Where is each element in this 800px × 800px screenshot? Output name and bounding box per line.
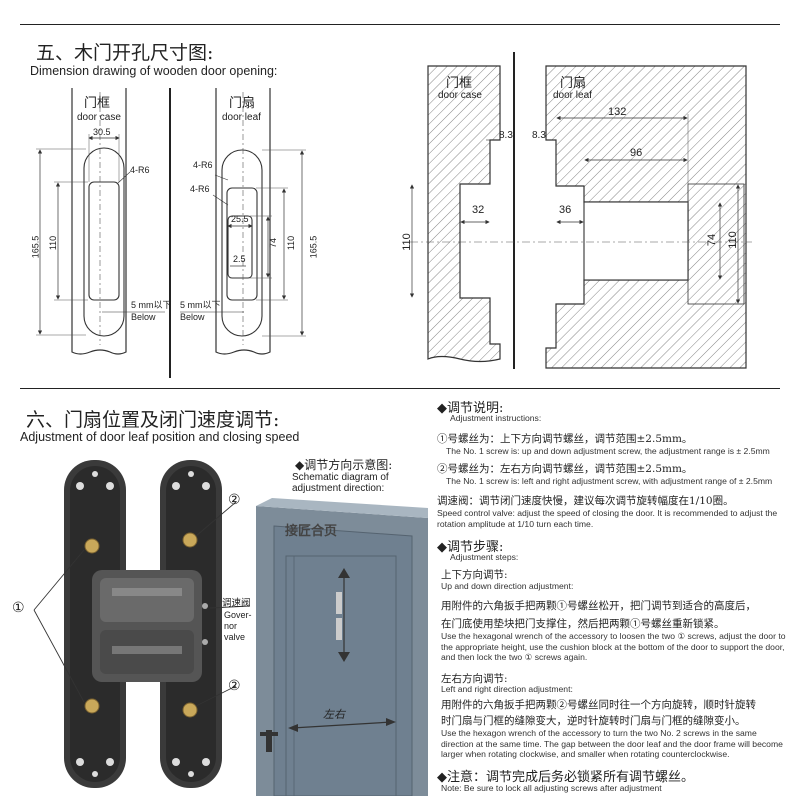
section5-subtitle: Dimension drawing of wooden door opening… [30, 64, 278, 78]
section-leaf-label-en: door leaf [553, 90, 592, 101]
ud-line-2: 在门底使用垫块把门支撑住，然后把两颗①号螺丝重新锁紧。 [441, 618, 725, 630]
dim-110: 110 [48, 235, 59, 251]
ud-line-1: 用附件的六角扳手把两颗①号螺丝松开，把门调节到适合的高度后， [441, 600, 756, 612]
note-cn: ◆注意：调节完成后务必锁紧所有调节螺丝。 [437, 770, 694, 785]
leaf-slot-outer [221, 149, 263, 337]
governor-label-en: Gover- nor valve [224, 610, 252, 642]
governor-label-cn: 调速阀 [222, 598, 251, 609]
dim-2-5: 2.5 [233, 254, 246, 264]
dim-30-5: 30.5 [93, 127, 111, 137]
instr-1-cn: ①号螺丝为：上下方向调节螺丝，调节范围±2.5mm。 [437, 433, 693, 445]
section6-subtitle: Adjustment of door leaf position and clo… [20, 430, 300, 444]
door-top-text: 接匠合页 [285, 524, 338, 539]
dim-25-5: 25.5 [231, 214, 249, 224]
dim-36: 36 [559, 204, 572, 216]
dim-32: 32 [472, 204, 485, 216]
middle-rule [20, 388, 780, 390]
dim-110-section-b: 110 [726, 231, 739, 249]
below-5mm-b: 5 mm以下 [180, 300, 221, 310]
instructions-title: ◆调节说明: [437, 401, 504, 416]
instructions-subtitle: Adjustment instructions: [450, 413, 542, 423]
instr-2-en: The No. 1 screw is: left and right adjus… [446, 476, 773, 486]
case-slot-inner [88, 181, 120, 301]
case-section [427, 65, 501, 363]
section5-title: 五、木门开孔尺寸图: [36, 42, 214, 64]
dim-165-5-b: 165.5 [308, 235, 319, 259]
lr-line-1: 用附件的六角扳手把两颗②号螺丝同时往一个方向旋转，顺时针旋转 [441, 699, 756, 711]
dim-8-3-b: 8.3 [532, 130, 546, 141]
leaf-strip [215, 88, 271, 355]
section-case-label-en: door case [438, 90, 482, 101]
hinge-illustration [33, 460, 251, 788]
case-slot-outer [83, 147, 125, 337]
steps-subtitle: Adjustment steps: [450, 552, 519, 562]
top-rule [20, 24, 780, 26]
dim-74-section: 74 [706, 233, 719, 247]
dim-110-b: 110 [286, 235, 297, 251]
instr-3-en: Speed control valve: adjust the speed of… [437, 508, 778, 529]
lr-title-cn: 左右方向调节: [441, 673, 508, 685]
dim-74: 74 [268, 237, 279, 249]
dim-4-r6-b: 4-R6 [193, 160, 213, 170]
below-en-b: Below [180, 312, 205, 322]
dim-132: 132 [608, 106, 627, 118]
ud-title-cn: 上下方向调节: [441, 569, 508, 581]
below-5mm-a: 5 mm以下 [131, 300, 172, 310]
instr-1-en: The No. 1 screw is: up and down adjustme… [446, 446, 770, 456]
dim-165-5: 165.5 [30, 235, 41, 259]
front-leaf-label-en: door leaf [222, 112, 261, 123]
hinge-label-1: ① [12, 600, 25, 616]
steps-title: ◆调节步骤: [437, 540, 504, 555]
case-strip [71, 88, 127, 355]
lr-description-en: Use the hexagon wrench of the accessory … [441, 728, 783, 759]
left-right-arrow-label: 左右 [323, 708, 345, 721]
instr-3-cn: 调速阀：调节闭门速度快慢，建议每次调节旋转幅度在1/10圈。 [437, 495, 734, 507]
section-case-label-cn: 门框 [446, 76, 473, 91]
leaf-slot-mid [226, 187, 258, 301]
door-schematic [256, 498, 428, 796]
below-en-a: Below [131, 312, 156, 322]
dim-96: 96 [630, 147, 643, 159]
diagram-title: ◆调节方向示意图: [295, 458, 393, 472]
leaf-slot-inner [227, 215, 253, 279]
lr-line-2: 时门扇与门框的缝隙变大，逆时针旋转时门扇与门框的缝隙变小。 [441, 715, 746, 727]
ud-title-en: Up and down direction adjustment: [441, 581, 574, 591]
front-leaf-label-cn: 门扇 [229, 96, 256, 111]
section-leaf-label-cn: 门扇 [560, 76, 587, 91]
cross-section-drawing [409, 52, 752, 369]
dim-110-section: 110 [400, 233, 413, 251]
front-view-drawing [36, 88, 306, 378]
hinge-label-2-bottom: ② [228, 678, 241, 694]
front-case-label-en: door case [77, 112, 121, 123]
diagram-subtitle: Schematic diagram of adjustment directio… [292, 472, 389, 494]
hinge-label-2-top: ② [228, 492, 241, 508]
note-en: Note: Be sure to lock all adjusting scre… [441, 783, 662, 793]
dim-4-r6-c: 4-R6 [190, 184, 210, 194]
section6-title: 六、门扇位置及闭门速度调节: [26, 409, 280, 431]
dim-4-r6-a: 4-R6 [130, 165, 150, 175]
dim-8-3-a: 8.3 [499, 130, 513, 141]
front-case-label-cn: 门框 [84, 96, 111, 111]
lr-title-en: Left and right direction adjustment: [441, 684, 573, 694]
ud-description-en: Use the hexagonal wrench of the accessor… [441, 631, 786, 662]
instr-2-cn: ②号螺丝为：左右方向调节螺丝，调节范围±2.5mm。 [437, 463, 693, 475]
